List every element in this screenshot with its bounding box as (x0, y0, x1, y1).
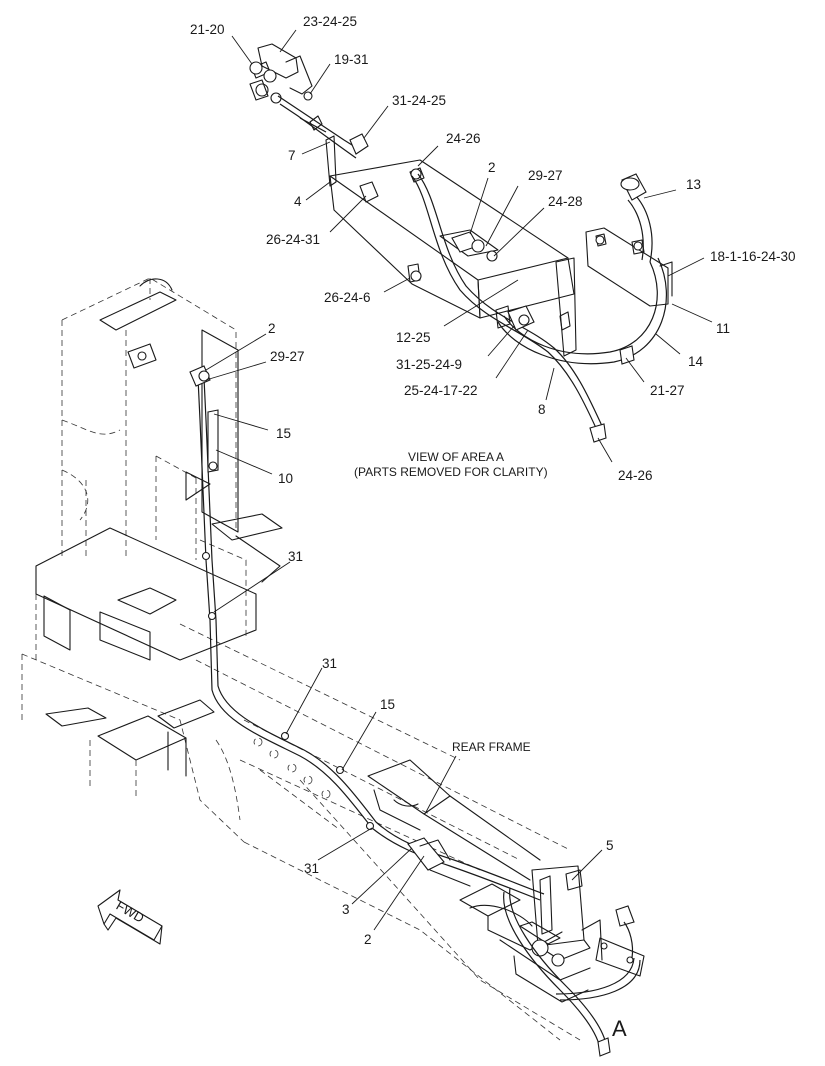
callout-2-left: 2 (268, 321, 276, 336)
callout-14: 14 (688, 354, 704, 369)
area-a-marker: A (612, 1016, 627, 1041)
callout-3: 3 (342, 902, 350, 917)
bracket-assembly-11 (585, 227, 673, 307)
callout-19-31: 19-31 (334, 52, 369, 67)
callout-13: 13 (686, 177, 701, 192)
callout-2-bottom: 2 (364, 932, 372, 947)
callout-25-24-17-22: 25-24-17-22 (404, 383, 478, 398)
callout-31-24-25: 31-24-25 (392, 93, 446, 108)
callout-10: 10 (278, 471, 293, 486)
callout-21-20: 21-20 (190, 22, 225, 37)
area-a-detail-view (249, 43, 673, 443)
leader-lines (205, 29, 713, 931)
callout-24-26-bottom: 24-26 (618, 468, 653, 483)
callout-2-top: 2 (488, 160, 496, 175)
hydraulic-tank (329, 159, 577, 357)
callout-8: 8 (538, 402, 546, 417)
fwd-arrow-icon: FWD (97, 889, 163, 945)
callout-26-24-6: 26-24-6 (324, 290, 371, 305)
callout-11: 11 (716, 321, 730, 336)
callout-7: 7 (288, 148, 296, 163)
callout-5: 5 (606, 838, 614, 853)
callout-29-27-left: 29-27 (270, 349, 305, 364)
rear-frame-label: REAR FRAME (452, 740, 531, 754)
fwd-label: FWD (114, 898, 147, 926)
callout-4: 4 (294, 194, 302, 209)
callout-31-lower: 31 (304, 861, 319, 876)
callout-31-upper: 31 (288, 549, 303, 564)
callout-12-25: 12-25 (396, 330, 431, 345)
callout-29-27-top: 29-27 (528, 168, 563, 183)
wiring-harness (189, 365, 545, 901)
callout-26-24-31: 26-24-31 (266, 232, 320, 247)
callout-31-25-24-9: 31-25-24-9 (396, 357, 462, 372)
view-subtitle: (PARTS REMOVED FOR CLARITY) (354, 465, 548, 479)
callout-21-27: 21-27 (650, 383, 685, 398)
callout-23-24-25: 23-24-25 (303, 14, 357, 29)
callout-15-lower: 15 (380, 697, 395, 712)
callout-24-26-top: 24-26 (446, 131, 481, 146)
callout-31-mid: 31 (322, 656, 337, 671)
area-a-assembly (459, 865, 645, 1057)
callout-24-28: 24-28 (548, 194, 583, 209)
callout-15-upper: 15 (276, 426, 291, 441)
frame-holes (253, 737, 331, 799)
view-title: VIEW OF AREA A (408, 450, 504, 464)
callouts: 21-20 23-24-25 19-31 31-24-25 7 4 24-26 … (190, 14, 796, 947)
callout-18-1-16-24-30: 18-1-16-24-30 (710, 249, 796, 264)
sensor-block (451, 231, 498, 262)
machine-frame (21, 277, 581, 1041)
top-fitting-cluster (249, 43, 313, 104)
